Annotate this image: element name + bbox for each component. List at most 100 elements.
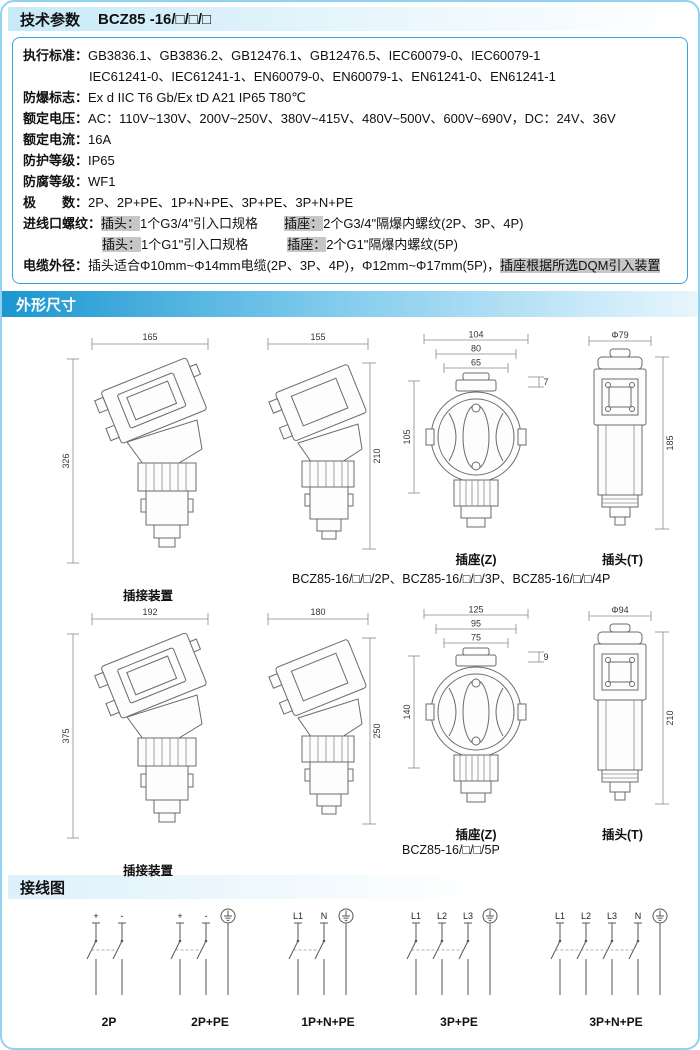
spec-text: IP65	[88, 153, 115, 168]
device-outline	[268, 364, 367, 540]
dim-width	[91, 613, 209, 625]
dim-height	[408, 380, 420, 494]
terminal-label: +	[93, 911, 98, 921]
dim-height	[655, 631, 669, 805]
spec-label: 执行标准：	[23, 48, 89, 63]
dim-label: 125	[468, 605, 483, 615]
dim-height	[408, 655, 420, 769]
socket-drawing: 125 95 75 9 140	[402, 605, 549, 803]
drawing-side-row1: 155 210	[252, 329, 387, 577]
terminal-label: N	[321, 911, 328, 921]
dim-inner	[443, 363, 509, 373]
spec-label: 极 数：	[23, 195, 89, 210]
spec-text: GB3836.1、GB3836.2、GB12476.1、GB12476.5、IE…	[88, 48, 541, 63]
device-outline	[425, 647, 527, 803]
spec-label: 防爆标志：	[23, 90, 89, 105]
dim-offset	[528, 651, 544, 663]
side-drawing: 180 250	[267, 607, 382, 825]
dim-diameter	[588, 336, 652, 346]
drawing-assembly-row1: 165 326	[58, 329, 238, 604]
spec-row: 执行标准：GB3836.1、GB3836.2、GB12476.1、GB12476…	[23, 45, 677, 66]
wiring-svg: +-	[86, 911, 126, 995]
spec-text: WF1	[88, 174, 116, 189]
dim-outer	[423, 334, 529, 344]
model-number: BCZ85 -16/□/□/□	[98, 10, 212, 28]
dim-height	[362, 362, 376, 550]
spec-label: 进线口螺纹：	[23, 216, 102, 231]
terminal-label: L1	[555, 911, 565, 921]
dim-label: 326	[61, 453, 71, 468]
dim-width	[91, 338, 209, 350]
spec-label: 防腐等级：	[23, 174, 89, 189]
dim-label: 104	[468, 330, 483, 340]
dim-label: 210	[372, 448, 382, 463]
device-outline	[593, 348, 647, 526]
drawing-caption: 插头(T)	[602, 828, 643, 842]
outline-row-1: 165 326	[2, 329, 698, 604]
dim-label: 210	[665, 710, 675, 725]
wiring-caption: 3P+N+PE	[589, 1015, 643, 1029]
drawing-caption: 插座(Z)	[455, 828, 497, 842]
wiring-svg: +-	[170, 908, 236, 995]
drawing-socket-row2: 125 95 75 9 140	[401, 604, 551, 843]
spec-row: 防腐等级：WF1	[23, 171, 677, 192]
section-header-tech-params: 技术参数 BCZ85 -16/□/□/□	[8, 7, 692, 31]
spec-text	[248, 237, 287, 252]
dim-inner	[443, 638, 509, 648]
spec-text: 1个G3/4"引入口规格	[140, 216, 259, 231]
dim-label: 95	[471, 619, 481, 629]
wiring-diagram-2p: +-2P	[80, 907, 138, 1029]
dim-label: 65	[471, 358, 481, 368]
dim-width	[267, 338, 369, 350]
assembly-drawing: 192 375	[61, 607, 209, 839]
terminal-label: L1	[293, 911, 303, 921]
device-outline	[94, 632, 207, 823]
wiring-caption: 2P	[101, 1015, 117, 1029]
dim-mid	[435, 624, 517, 634]
device-outline	[268, 639, 367, 815]
drawing-side-row2: 180 250	[252, 604, 387, 852]
drawing-caption: 插座(Z)	[455, 553, 497, 567]
drawing-caption: 插接装置	[122, 589, 173, 603]
spec-text: 1个G1"引入口规格	[141, 237, 249, 252]
section-title-wiring: 接线图	[20, 879, 66, 897]
terminal-label: -	[121, 911, 124, 921]
dim-label: 9	[543, 652, 548, 662]
dim-height	[67, 633, 79, 839]
dim-label: Φ79	[611, 330, 628, 340]
plug-drawing: Φ94 210	[588, 605, 675, 805]
dim-diameter	[588, 611, 652, 621]
spec-text: Ex d IIC T6 Gb/Ex tD A21 IP65 T80℃	[88, 90, 306, 105]
spec-row: 防爆标志：Ex d IIC T6 Gb/Ex tD A21 IP65 T80℃	[23, 87, 677, 108]
spec-label: 额定电流：	[23, 132, 89, 147]
dim-width	[267, 613, 369, 625]
spec-label: 额定电压：	[23, 111, 89, 126]
tech-params-box: 执行标准：GB3836.1、GB3836.2、GB12476.1、GB12476…	[12, 37, 688, 284]
device-outline	[94, 357, 207, 548]
dim-label: 7	[543, 377, 548, 387]
dim-label: 180	[310, 607, 325, 617]
spec-text: 2个G3/4"隔爆内螺纹(2P、3P、4P)	[323, 216, 524, 231]
dim-label: 80	[471, 344, 481, 354]
spec-row: 进线口螺纹：插头：1个G3/4"引入口规格 插座：2个G3/4"隔爆内螺纹(2P…	[23, 213, 677, 234]
spec-text: AC：110V~130V、200V~250V、380V~415V、480V~50…	[88, 111, 616, 126]
dim-outer	[423, 609, 529, 619]
wiring-svg: L1 N	[288, 908, 354, 995]
spec-text: 2P、2P+PE、1P+N+PE、3P+PE、3P+N+PE	[88, 195, 354, 210]
terminal-label: N	[635, 911, 642, 921]
dim-label: 165	[142, 332, 157, 342]
terminal-label: L1	[411, 911, 421, 921]
drawing-assembly-row2: 192 375	[58, 604, 238, 879]
spec-highlight: 插座：	[287, 237, 327, 252]
dim-label: 75	[471, 633, 481, 643]
dim-height	[67, 358, 79, 564]
spec-text: IEC61241-0、IEC61241-1、EN60079-0、EN60079-…	[89, 69, 556, 84]
terminal-label: L2	[437, 911, 447, 921]
dim-label: Φ94	[611, 605, 628, 615]
spec-row: 电缆外径：插头适合Φ10mm~Φ14mm电缆(2P、3P、4P)，Φ12mm~Φ…	[23, 255, 677, 276]
terminal-label: L3	[607, 911, 617, 921]
